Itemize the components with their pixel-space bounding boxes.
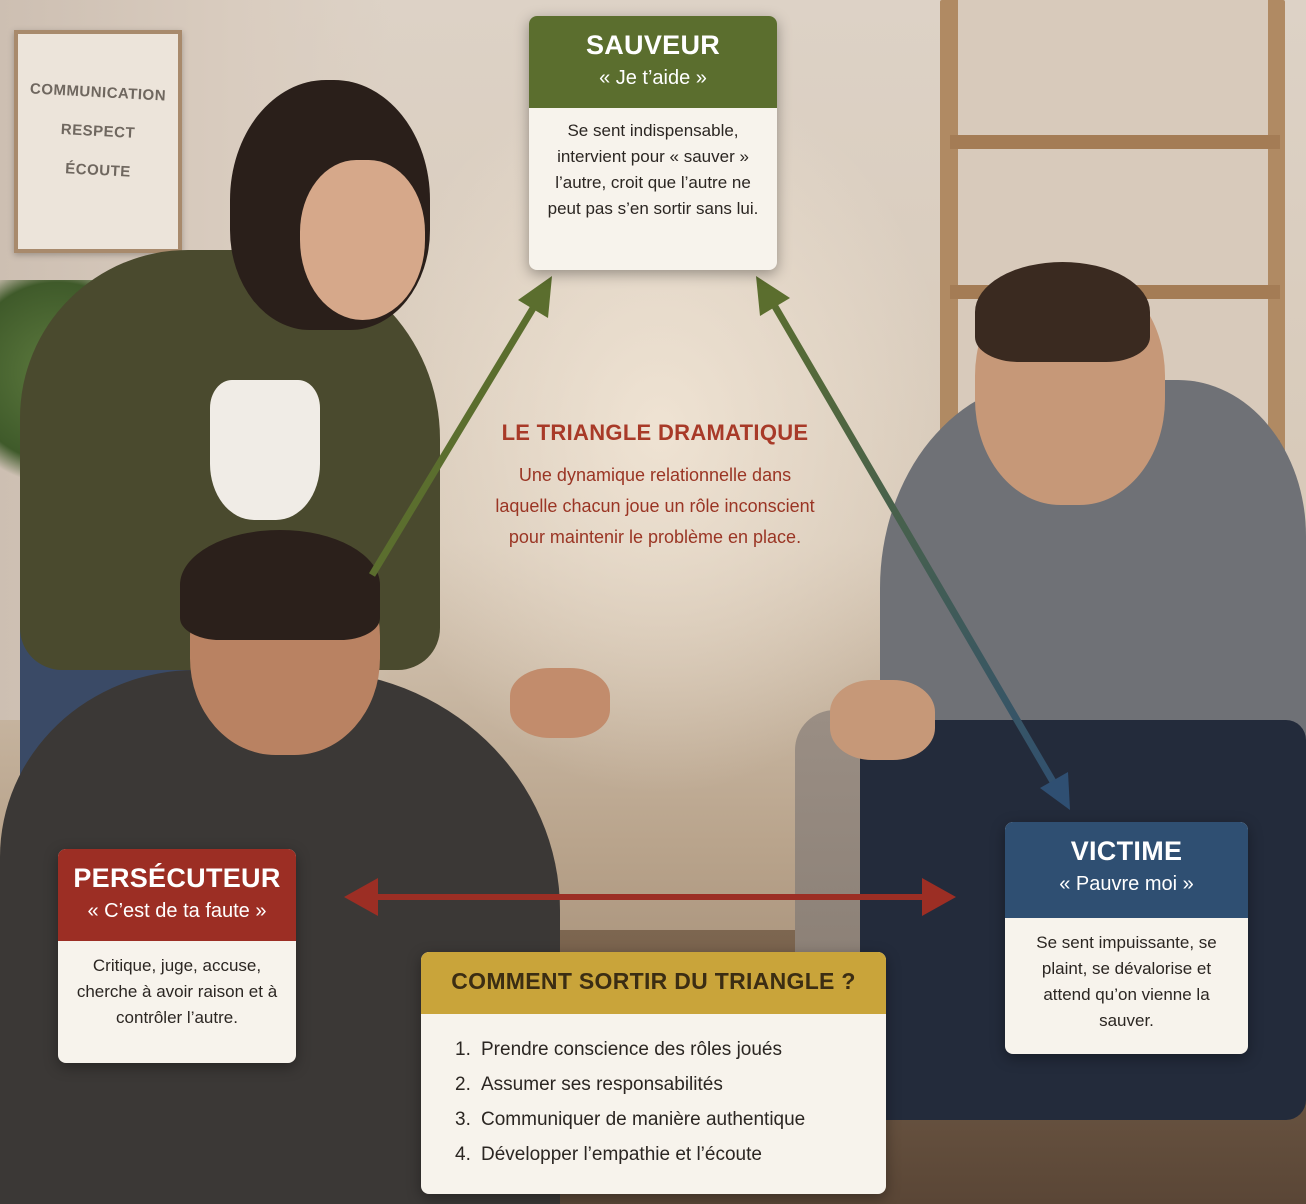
pointing-hand: [510, 668, 610, 738]
arrow-persecuteur-victime: [344, 878, 956, 916]
step-text: Assumer ses responsabilités: [481, 1074, 723, 1095]
arrow-persecuteur-to-sauveur: [369, 276, 552, 577]
step-number: 3.: [455, 1109, 471, 1130]
persecuteur-subtitle: « C’est de ta faute »: [87, 900, 267, 922]
step-item: 3. Communiquer de manière authentique: [455, 1102, 886, 1137]
step-item: 2. Assumer ses responsabilités: [455, 1067, 886, 1102]
sauveur-subtitle: « Je t’aide »: [599, 67, 707, 89]
woman-shirt: [210, 380, 320, 520]
sortir-title: COMMENT SORTIR DU TRIANGLE ?: [451, 968, 856, 994]
victim-man-hair: [975, 262, 1150, 362]
step-text: Prendre conscience des rôles joués: [481, 1039, 783, 1060]
victime-title: VICTIME: [1070, 836, 1183, 866]
step-text: Communiquer de manière authentique: [481, 1109, 806, 1130]
step-number: 2.: [455, 1074, 471, 1095]
persecuteur-header: PERSÉCUTEUR « C’est de ta faute »: [58, 849, 296, 941]
persecuteur-description: Critique, juge, accuse, cherche à avoir …: [76, 956, 278, 1027]
triangle-title: LE TRIANGLE DRAMATIQUE: [501, 420, 809, 445]
persecuteur-card: PERSÉCUTEUR « C’est de ta faute » Critiq…: [58, 849, 296, 1063]
sauveur-header: SAUVEUR « Je t’aide »: [529, 16, 777, 108]
victime-header: VICTIME « Pauvre moi »: [1005, 822, 1248, 918]
step-item: 1. Prendre conscience des rôles joués: [455, 1032, 886, 1067]
woman-face: [300, 160, 425, 320]
shelf-board: [950, 135, 1280, 149]
wall-frame: COMMUNICATION RESPECT ÉCOUTE: [14, 30, 182, 253]
sauveur-title: SAUVEUR: [585, 30, 721, 60]
step-number: 4.: [455, 1144, 471, 1165]
step-number: 1.: [455, 1039, 471, 1060]
sauveur-card: SAUVEUR « Je t’aide » Se sent indispensa…: [529, 16, 777, 270]
arrow-sauveur-victime: [756, 276, 1070, 810]
triangle-description: Une dynamique relationnelle dans laquell…: [495, 465, 815, 547]
sauveur-description: Se sent indispensable, intervient pour «…: [547, 121, 759, 218]
persecuteur-title: PERSÉCUTEUR: [73, 863, 281, 893]
victime-description: Se sent impuissante, se plaint, se déval…: [1036, 933, 1217, 1030]
sortir-steps: 1. Prendre conscience des rôles joués 2. A…: [421, 1014, 886, 1172]
step-item: 4. Développer l’empathie et l’écoute: [455, 1137, 886, 1172]
triangle-center-text: LE TRIANGLE DRAMATIQUE Une dynamique rel…: [490, 420, 820, 553]
step-text: Développer l’empathie et l’écoute: [481, 1144, 762, 1165]
sortir-card: COMMENT SORTIR DU TRIANGLE ? 1. Prendre c…: [421, 952, 886, 1194]
sortir-header: COMMENT SORTIR DU TRIANGLE ?: [421, 952, 886, 1014]
victime-subtitle: « Pauvre moi »: [1059, 873, 1194, 895]
victim-man-hand: [830, 680, 935, 760]
persecutor-man-hair: [180, 530, 380, 640]
victime-card: VICTIME « Pauvre moi » Se sent impuissan…: [1005, 822, 1248, 1054]
